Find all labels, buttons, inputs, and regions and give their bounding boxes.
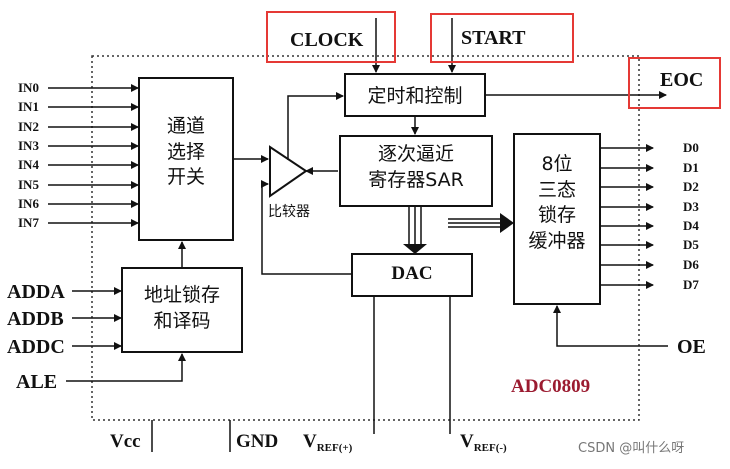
input-label-in2: IN2 [18,119,39,134]
sar-label-line1: 逐次逼近 [377,143,454,165]
input-label-in1: IN1 [18,99,39,114]
addc-label: ADDC [7,336,65,358]
dac-box [351,253,473,297]
mux-box [138,77,234,241]
buffer-label-line2: 三态 [537,178,576,201]
vcc-label: Vcc [110,431,141,452]
oe-label: OE [677,336,706,358]
input-label-in3: IN3 [18,138,39,153]
vref-neg-main: V [460,431,474,452]
output-label-d3: D3 [683,199,699,214]
output-label-d0: D0 [683,140,699,155]
start-highlight [430,13,574,63]
sar-box [339,135,493,207]
latch-label-line1: 地址锁存 [143,284,220,306]
comparator-label: 比较器 [268,204,310,220]
input-label-in6: IN6 [18,196,39,211]
start-label: START [461,27,526,49]
output-label-d4: D4 [683,218,699,233]
vref-pos-main: V [303,431,317,452]
mux-label-line1: 通道 [166,115,205,137]
input-label-in0: IN0 [18,80,39,95]
chip-outline [91,55,640,421]
watermark-text: CSDN @叫什么呀 [578,441,685,456]
latch-label-line2: 和译码 [153,309,211,332]
timing-label: 定时和控制 [367,85,463,107]
ale-label: ALE [16,371,58,393]
mux-label-line3: 开关 [166,166,205,189]
clock-highlight [266,11,396,63]
buffer-box [513,133,601,305]
addb-label: ADDB [7,308,64,330]
clock-label: CLOCK [290,29,364,51]
input-label-in5: IN5 [18,177,39,192]
latch-label: 地址锁存 和译码 [122,283,242,334]
output-label-d6: D6 [683,257,699,272]
sar-label: 逐次逼近 寄存器SAR [340,142,492,193]
buffer-label: 8位 三态 锁存 缓冲器 [514,152,600,255]
input-label-in7: IN7 [18,215,39,230]
vref-pos-label: VREF(+) [303,431,353,454]
analog-input-wires [48,84,139,227]
chip-name: ADC0809 [511,376,591,397]
buffer-label-line1: 8位 [541,153,573,175]
address-wires [66,287,186,382]
gnd-label: GND [236,431,279,452]
mux-label-line2: 选择 [166,140,205,163]
adda-label: ADDA [7,281,65,303]
input-label-in4: IN4 [18,157,39,172]
output-label-d2: D2 [683,179,699,194]
vref-neg-label: VREF(-) [460,431,507,454]
vref-neg-sub: REF(-) [473,442,507,454]
buffer-label-line4: 缓冲器 [528,229,586,252]
eoc-highlight [628,57,721,109]
output-label-d1: D1 [683,160,699,175]
eoc-label: EOC [660,69,704,91]
output-label-d7: D7 [683,277,699,292]
mux-label: 通道 选择 开关 [139,114,233,191]
output-label-d5: D5 [683,237,699,252]
sar-label-line2: 寄存器SAR [368,168,464,191]
vref-pos-sub: REF(+) [316,442,353,454]
dac-label: DAC [391,263,433,284]
buffer-label-line3: 锁存 [537,204,576,227]
data-output-wires [600,144,654,289]
